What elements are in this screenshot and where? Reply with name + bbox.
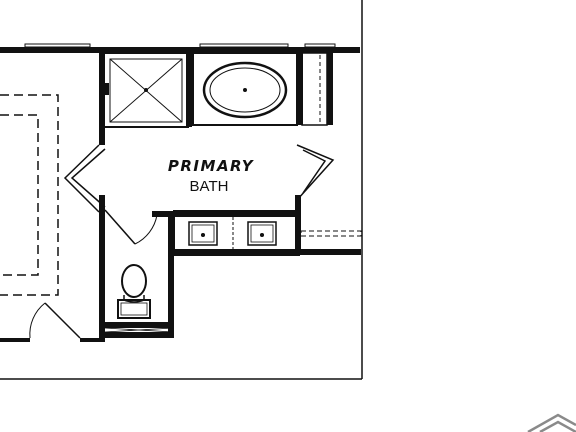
hall-wall: [300, 230, 362, 255]
plan-boundary: [0, 0, 363, 380]
closet-dashed-outline: [0, 94, 59, 296]
logo-icon: [527, 413, 576, 432]
toilet-room: [104, 209, 174, 338]
bottom-wall: [0, 338, 105, 342]
toilet-icon: [117, 264, 151, 319]
exterior-wall-top: [0, 43, 360, 53]
bathtub-icon: [192, 52, 298, 126]
shower-tub-divider: [186, 53, 192, 127]
vanity: [173, 210, 300, 256]
bath-right-doorway: [296, 144, 335, 201]
shower-enclosure: [103, 52, 189, 128]
bath-left-doorway: [63, 144, 106, 213]
sink-icon: [247, 221, 277, 246]
sink-icon: [188, 221, 218, 246]
closet-door-swing: [29, 302, 81, 339]
shower-icon: [144, 88, 148, 92]
room-label-primary: PRIMARY: [168, 157, 255, 175]
toilet-door-swing: [104, 209, 136, 245]
room-label-bath: BATH: [190, 178, 229, 195]
bath-left-wall: [99, 53, 105, 338]
linen-cabinet: [297, 52, 333, 126]
